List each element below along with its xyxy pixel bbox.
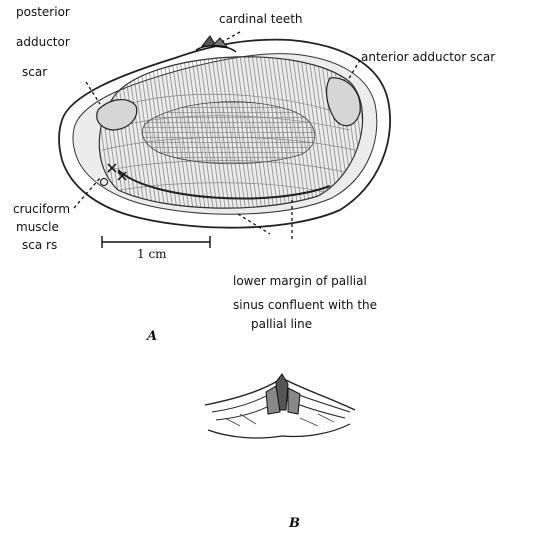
label-cruciform: cruciform (13, 202, 70, 216)
label-scar: scar (22, 65, 47, 79)
panel-label-b: B (288, 516, 300, 531)
label-adductor: adductor (16, 35, 70, 49)
label-posterior: posterior (16, 5, 70, 19)
label-muscle: muscle (16, 220, 59, 234)
label-pallial-line-3: pallial line (251, 317, 312, 331)
label-pallial-line-1: lower margin of pallial (233, 274, 367, 288)
label-sca-rs: sca rs (22, 238, 57, 252)
label-pallial-line-2: sinus confluent with the (233, 298, 377, 312)
label-cardinal-teeth: cardinal teeth (219, 12, 303, 26)
panel-label-a: A (145, 329, 157, 344)
hinge-detail-b (205, 374, 355, 438)
scale-bar-label: 1 cm (137, 247, 167, 261)
shell-valve-a (59, 36, 390, 228)
label-anterior-adductor-scar: anterior adductor scar (361, 50, 495, 64)
